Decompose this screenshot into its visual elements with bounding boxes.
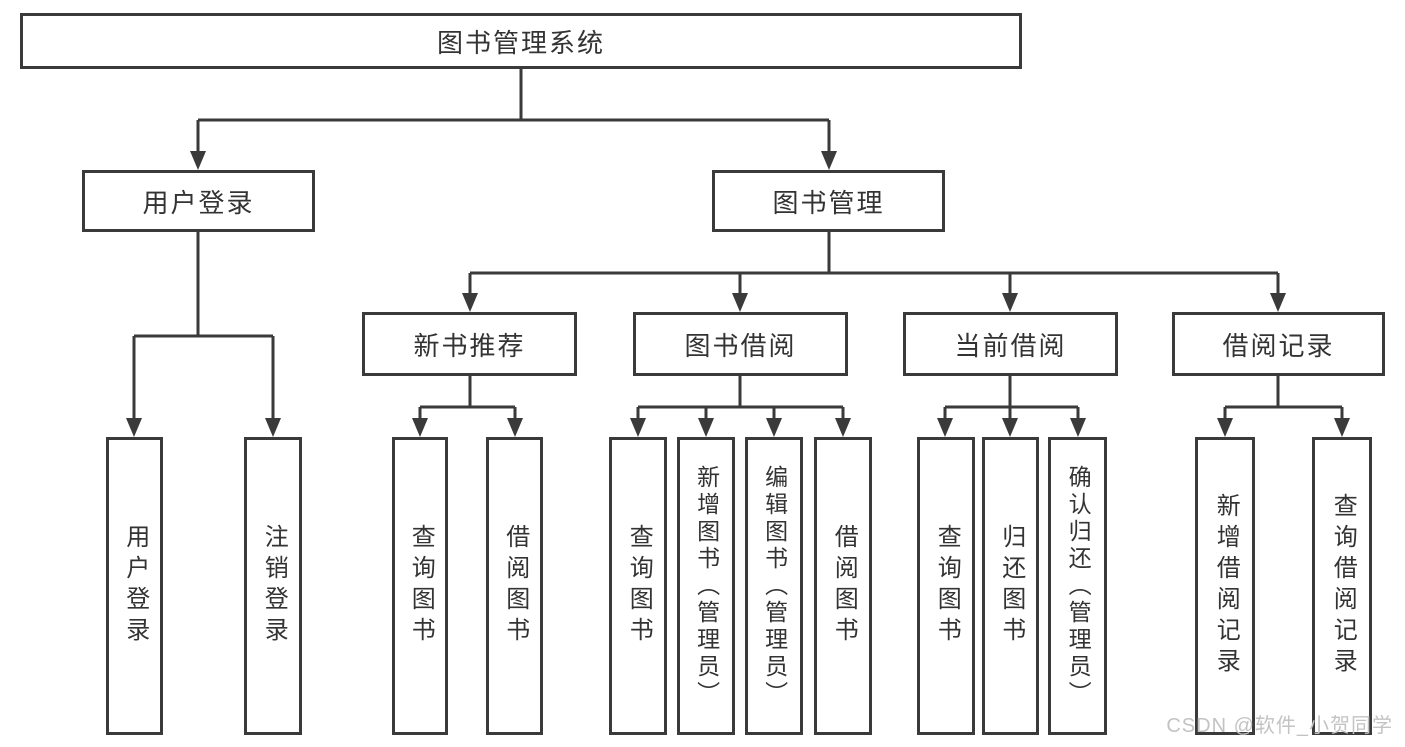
leaf-return-books: 归还图书 bbox=[982, 437, 1039, 735]
leaf-label: 查询图书 bbox=[625, 524, 653, 648]
leaf-borrow-borrow-books: 借阅图书 bbox=[814, 437, 872, 735]
leaf-label: 查询图书 bbox=[407, 524, 435, 648]
leaf-label: 归还图书 bbox=[997, 524, 1025, 648]
leaf-label: 借阅图书 bbox=[501, 524, 529, 648]
node-library-management-system: 图书管理系统 bbox=[20, 13, 1022, 69]
node-label: 新书推荐 bbox=[413, 330, 526, 361]
node-current-borrow: 当前借阅 bbox=[903, 312, 1118, 376]
node-borrow-records: 借阅记录 bbox=[1172, 312, 1385, 376]
leaf-label: 编辑图书（管理员） bbox=[761, 464, 788, 708]
node-label: 用户登录 bbox=[142, 187, 255, 218]
leaf-label: 新增借阅记录 bbox=[1212, 493, 1240, 679]
leaf-current-query-books: 查询图书 bbox=[917, 437, 975, 735]
leaf-label: 注销登录 bbox=[260, 524, 288, 648]
node-label: 图书管理系统 bbox=[436, 27, 605, 58]
node-label: 当前借阅 bbox=[954, 330, 1067, 361]
node-book-management: 图书管理 bbox=[712, 170, 945, 232]
node-label: 图书管理 bbox=[772, 187, 885, 218]
leaf-label: 用户登录 bbox=[121, 524, 149, 648]
leaf-query-borrow-record: 查询借阅记录 bbox=[1312, 437, 1372, 735]
leaf-label: 确认归还（管理员） bbox=[1065, 464, 1092, 708]
node-new-book-recommend: 新书推荐 bbox=[362, 312, 577, 376]
csdn-watermark: CSDN @软件_小贺同学 bbox=[1166, 715, 1393, 737]
leaf-borrow-query-books: 查询图书 bbox=[609, 437, 667, 735]
leaf-edit-books-admin: 编辑图书（管理员） bbox=[745, 437, 803, 735]
node-user-login: 用户登录 bbox=[82, 170, 315, 232]
leaf-add-borrow-record: 新增借阅记录 bbox=[1195, 437, 1255, 735]
leaf-label: 查询图书 bbox=[933, 524, 961, 648]
leaf-label: 新增图书（管理员） bbox=[693, 464, 720, 708]
leaf-logout: 注销登录 bbox=[244, 437, 302, 735]
node-book-borrow: 图书借阅 bbox=[633, 312, 848, 376]
node-label: 图书借阅 bbox=[684, 330, 797, 361]
leaf-confirm-return-admin: 确认归还（管理员） bbox=[1048, 437, 1107, 735]
leaf-newrec-query-books: 查询图书 bbox=[392, 437, 448, 735]
leaf-newrec-borrow-books: 借阅图书 bbox=[486, 437, 543, 735]
leaf-label: 借阅图书 bbox=[830, 524, 858, 648]
node-label: 借阅记录 bbox=[1222, 330, 1335, 361]
leaf-label: 查询借阅记录 bbox=[1329, 493, 1357, 679]
leaf-add-books-admin: 新增图书（管理员） bbox=[677, 437, 735, 735]
leaf-user-login: 用户登录 bbox=[106, 437, 163, 735]
arrowheads bbox=[126, 151, 1350, 437]
